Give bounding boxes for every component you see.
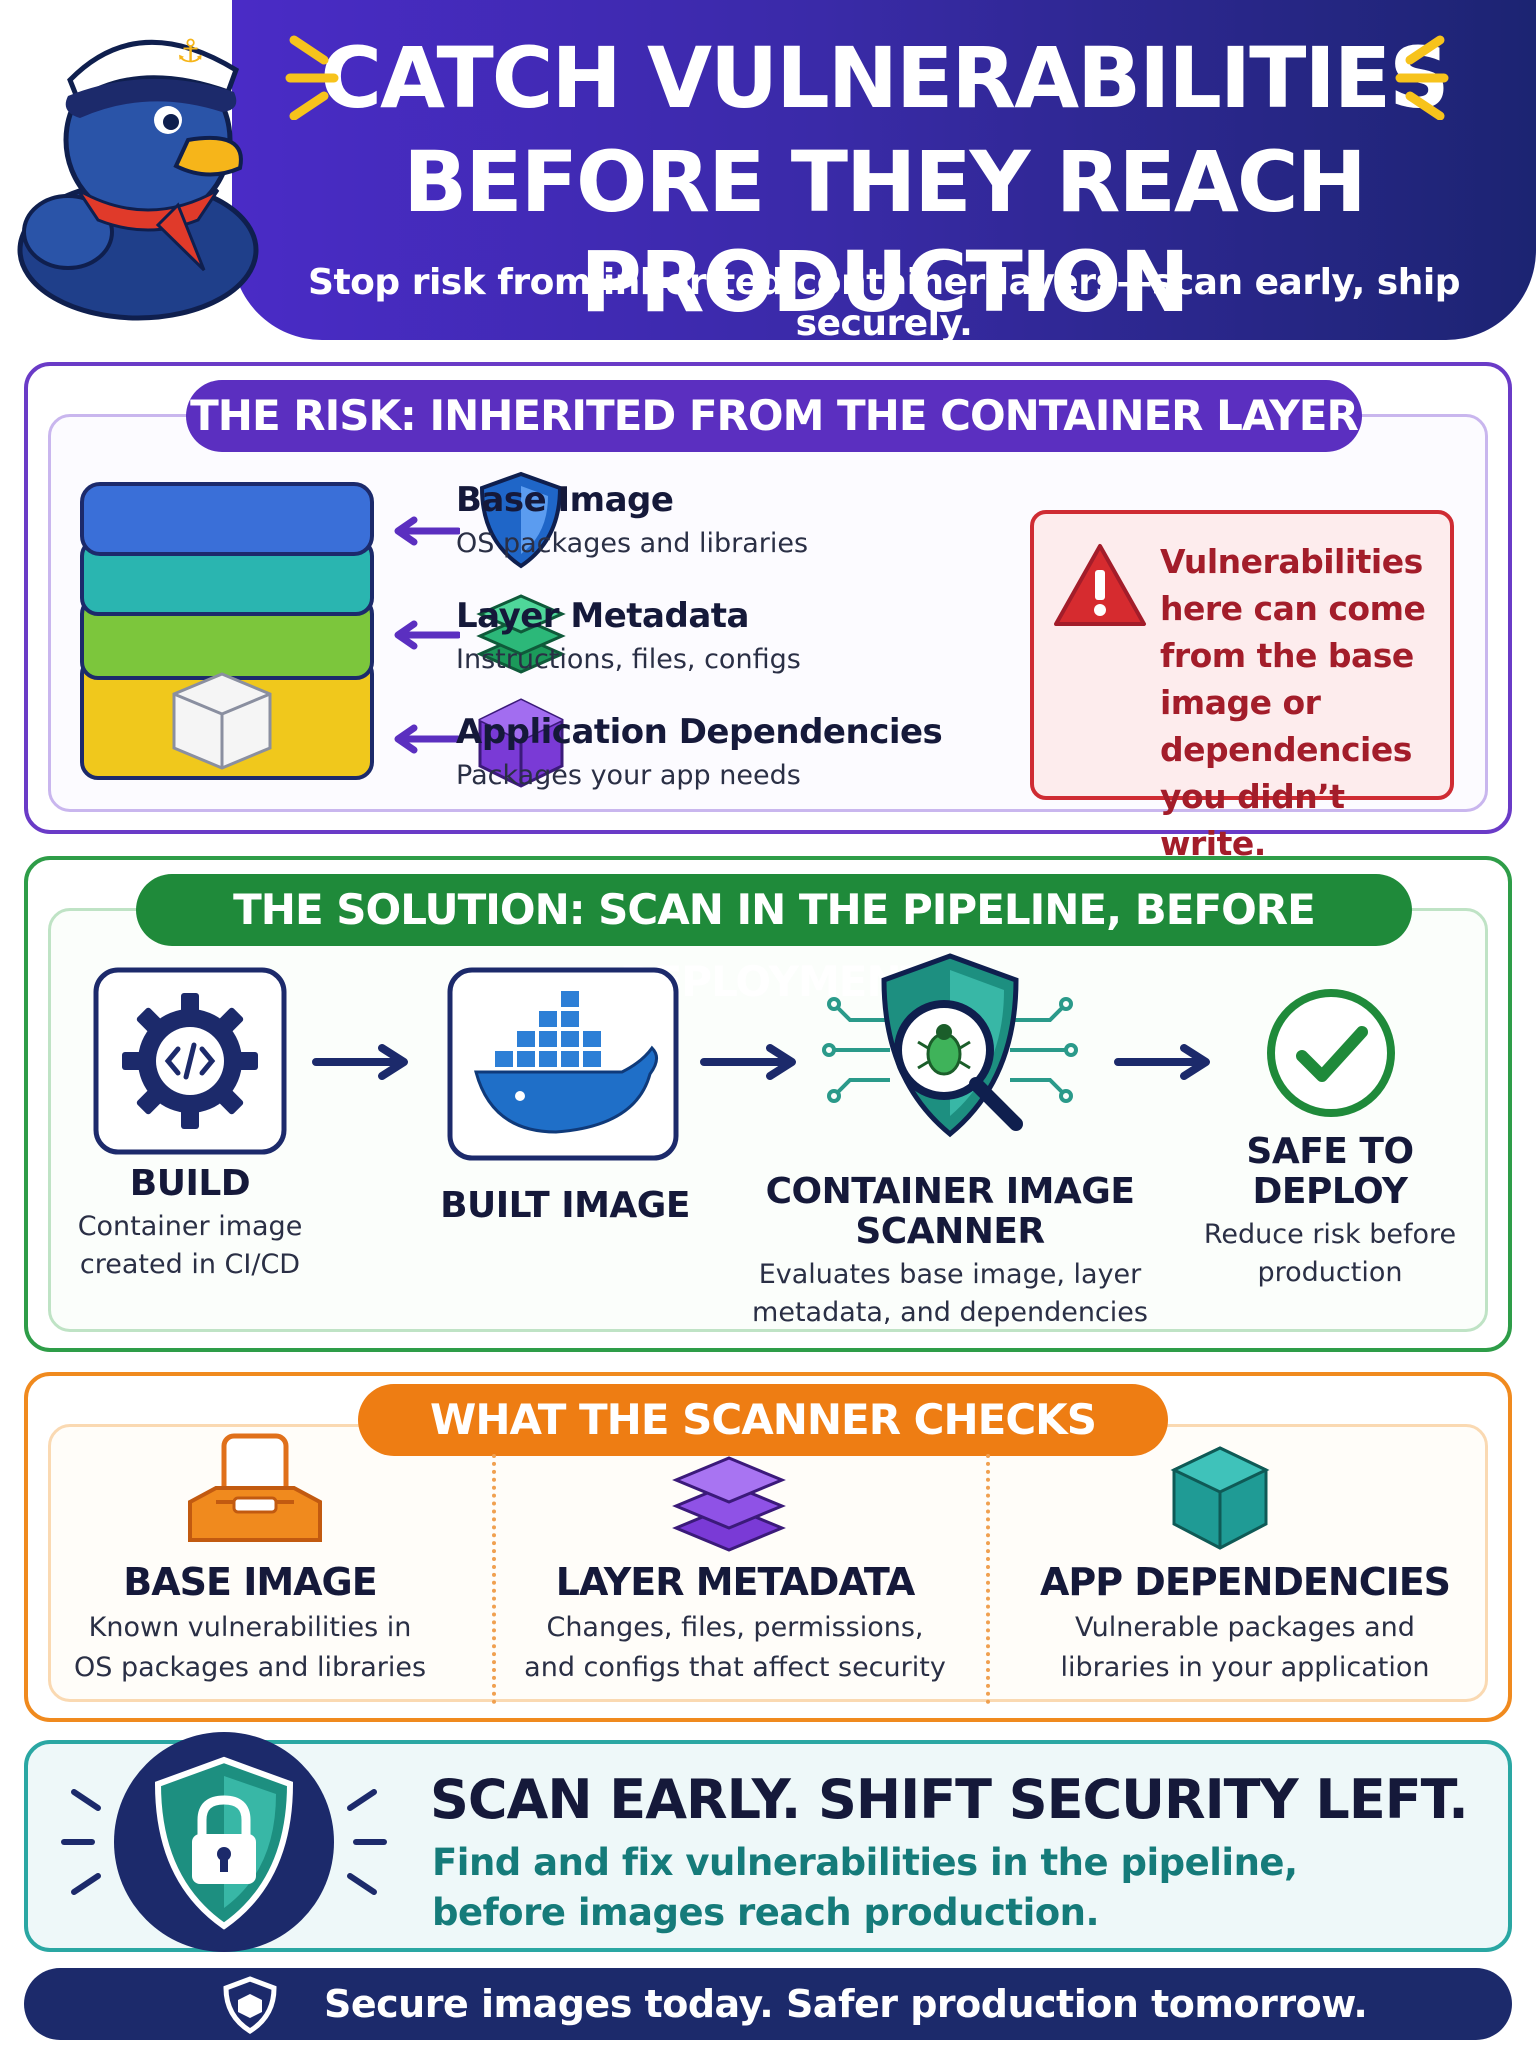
- lock-shield-icon: [61, 1732, 387, 1952]
- step-scanner-desc-line2: metadata, and dependencies: [752, 1297, 1148, 1328]
- footer-tagline: Secure images today. Safer production to…: [324, 1982, 1368, 2026]
- check-layer-metadata-desc-line1: Changes, files, permissions,: [546, 1612, 924, 1643]
- risk-item-base-image: Base Image OS packages and libraries: [456, 480, 808, 559]
- burst-left-icon: [285, 35, 339, 120]
- step-build-desc-line2: created in CI/CD: [79, 1249, 301, 1280]
- container-layers-stack-icon: [80, 482, 374, 780]
- step-safe-label-line2: DEPLOY: [1252, 1171, 1408, 1212]
- sailor-duck-mascot-icon: ⚓: [17, 32, 259, 321]
- warning-text: Vulnerabilities here can come from the b…: [1160, 542, 1426, 863]
- arrow-layer-metadata-icon: [394, 620, 460, 650]
- arrow-base-image-icon: [394, 516, 460, 546]
- check-circle-icon: [1267, 989, 1395, 1117]
- layer-metadata-layers-icon: [672, 1456, 786, 1552]
- risk-item-title: Base Image: [456, 480, 674, 520]
- app-dependencies-cube-icon: [1170, 1446, 1270, 1550]
- step-build-label: BUILD: [129, 1163, 251, 1204]
- risk-item-layer-metadata: Layer Metadata Instructions, files, conf…: [456, 596, 801, 675]
- footer-shield-icon: [223, 1976, 277, 2034]
- build-gear-code-icon: [93, 967, 287, 1155]
- step-safe-label-line1: SAFE TO: [1246, 1131, 1414, 1172]
- check-layer-metadata-desc-line2: and configs that affect security: [524, 1652, 946, 1683]
- step-safe-desc-line2: production: [1257, 1257, 1403, 1288]
- shift-left-desc-line1: Find and fix vulnerabilities in the pipe…: [432, 1841, 1298, 1884]
- flow-arrow-3-icon: [1114, 1044, 1210, 1080]
- step-built-image-label: BUILT IMAGE: [440, 1185, 690, 1226]
- burst-right-icon: [1395, 35, 1449, 120]
- step-build-desc-line1: Container image: [77, 1211, 303, 1242]
- checks-divider: [986, 1454, 990, 1704]
- check-base-image-title: BASE IMAGE: [123, 1560, 377, 1604]
- warning-callout: Vulnerabilities here can come from the b…: [1030, 510, 1454, 863]
- risk-heading: THE RISK: INHERITED FROM THE CONTAINER L…: [186, 380, 1362, 452]
- check-layer-metadata-title: LAYER METADATA: [555, 1560, 916, 1604]
- flow-arrow-2-icon: [700, 1044, 796, 1080]
- step-scanner-label-line2: SCANNER: [855, 1211, 1045, 1252]
- checks-divider: [492, 1454, 496, 1704]
- check-app-dependencies-desc-line2: libraries in your application: [1060, 1652, 1430, 1683]
- layers-icon: [476, 594, 566, 674]
- risk-item-desc: Instructions, files, configs: [456, 644, 801, 675]
- page-subtitle: Stop risk from inherited container layer…: [308, 262, 1460, 344]
- risk-item-app-dependencies: Application Dependencies Packages your a…: [456, 712, 943, 791]
- svg-text:⚓: ⚓: [176, 32, 205, 70]
- step-scanner-desc-line1: Evaluates base image, layer: [758, 1259, 1142, 1290]
- risk-item-desc: OS packages and libraries: [456, 528, 809, 559]
- scanner-shield-bug-icon: [822, 953, 1078, 1138]
- check-app-dependencies-title: APP DEPENDENCIES: [1039, 1560, 1451, 1604]
- shift-left-desc-line2: before images reach production.: [432, 1891, 1100, 1934]
- arrow-dependencies-icon: [394, 724, 460, 754]
- header-banner: CATCH VULNERABILITIES BEFORE THEY REACH …: [232, 0, 1536, 344]
- step-scanner-label-line1: CONTAINER IMAGE: [765, 1171, 1135, 1212]
- cube-icon: [478, 698, 564, 788]
- risk-item-desc: Packages your app needs: [456, 760, 801, 791]
- base-image-tray-icon: [188, 1433, 322, 1542]
- flow-arrow-1-icon: [312, 1044, 408, 1080]
- check-base-image-desc-line1: Known vulnerabilities in: [88, 1612, 412, 1643]
- page-title-line1: CATCH VULNERABILITIES: [320, 29, 1449, 127]
- warning-triangle-icon: [1054, 544, 1146, 626]
- check-base-image-desc-line2: OS packages and libraries: [73, 1652, 427, 1683]
- shift-left-title: SCAN EARLY. SHIFT SECURITY LEFT.: [430, 1768, 1469, 1831]
- solution-heading: THE SOLUTION: SCAN IN THE PIPELINE, BEFO…: [136, 874, 1412, 1006]
- check-app-dependencies-desc-line1: Vulnerable packages and: [1075, 1612, 1415, 1643]
- shield-icon: [479, 471, 563, 569]
- step-safe-desc-line1: Reduce risk before: [1203, 1219, 1457, 1250]
- risk-item-title: Layer Metadata: [456, 596, 749, 636]
- risk-item-title: Application Dependencies: [456, 712, 943, 752]
- shift-left-desc: Find and fix vulnerabilities in the pipe…: [432, 1838, 1472, 1938]
- footer-banner: Secure images today. Safer production to…: [24, 1968, 1512, 2040]
- docker-whale-icon: [447, 967, 679, 1161]
- page-title-line2: BEFORE THEY REACH PRODUCTION: [403, 133, 1367, 331]
- checks-heading: WHAT THE SCANNER CHECKS: [358, 1384, 1168, 1456]
